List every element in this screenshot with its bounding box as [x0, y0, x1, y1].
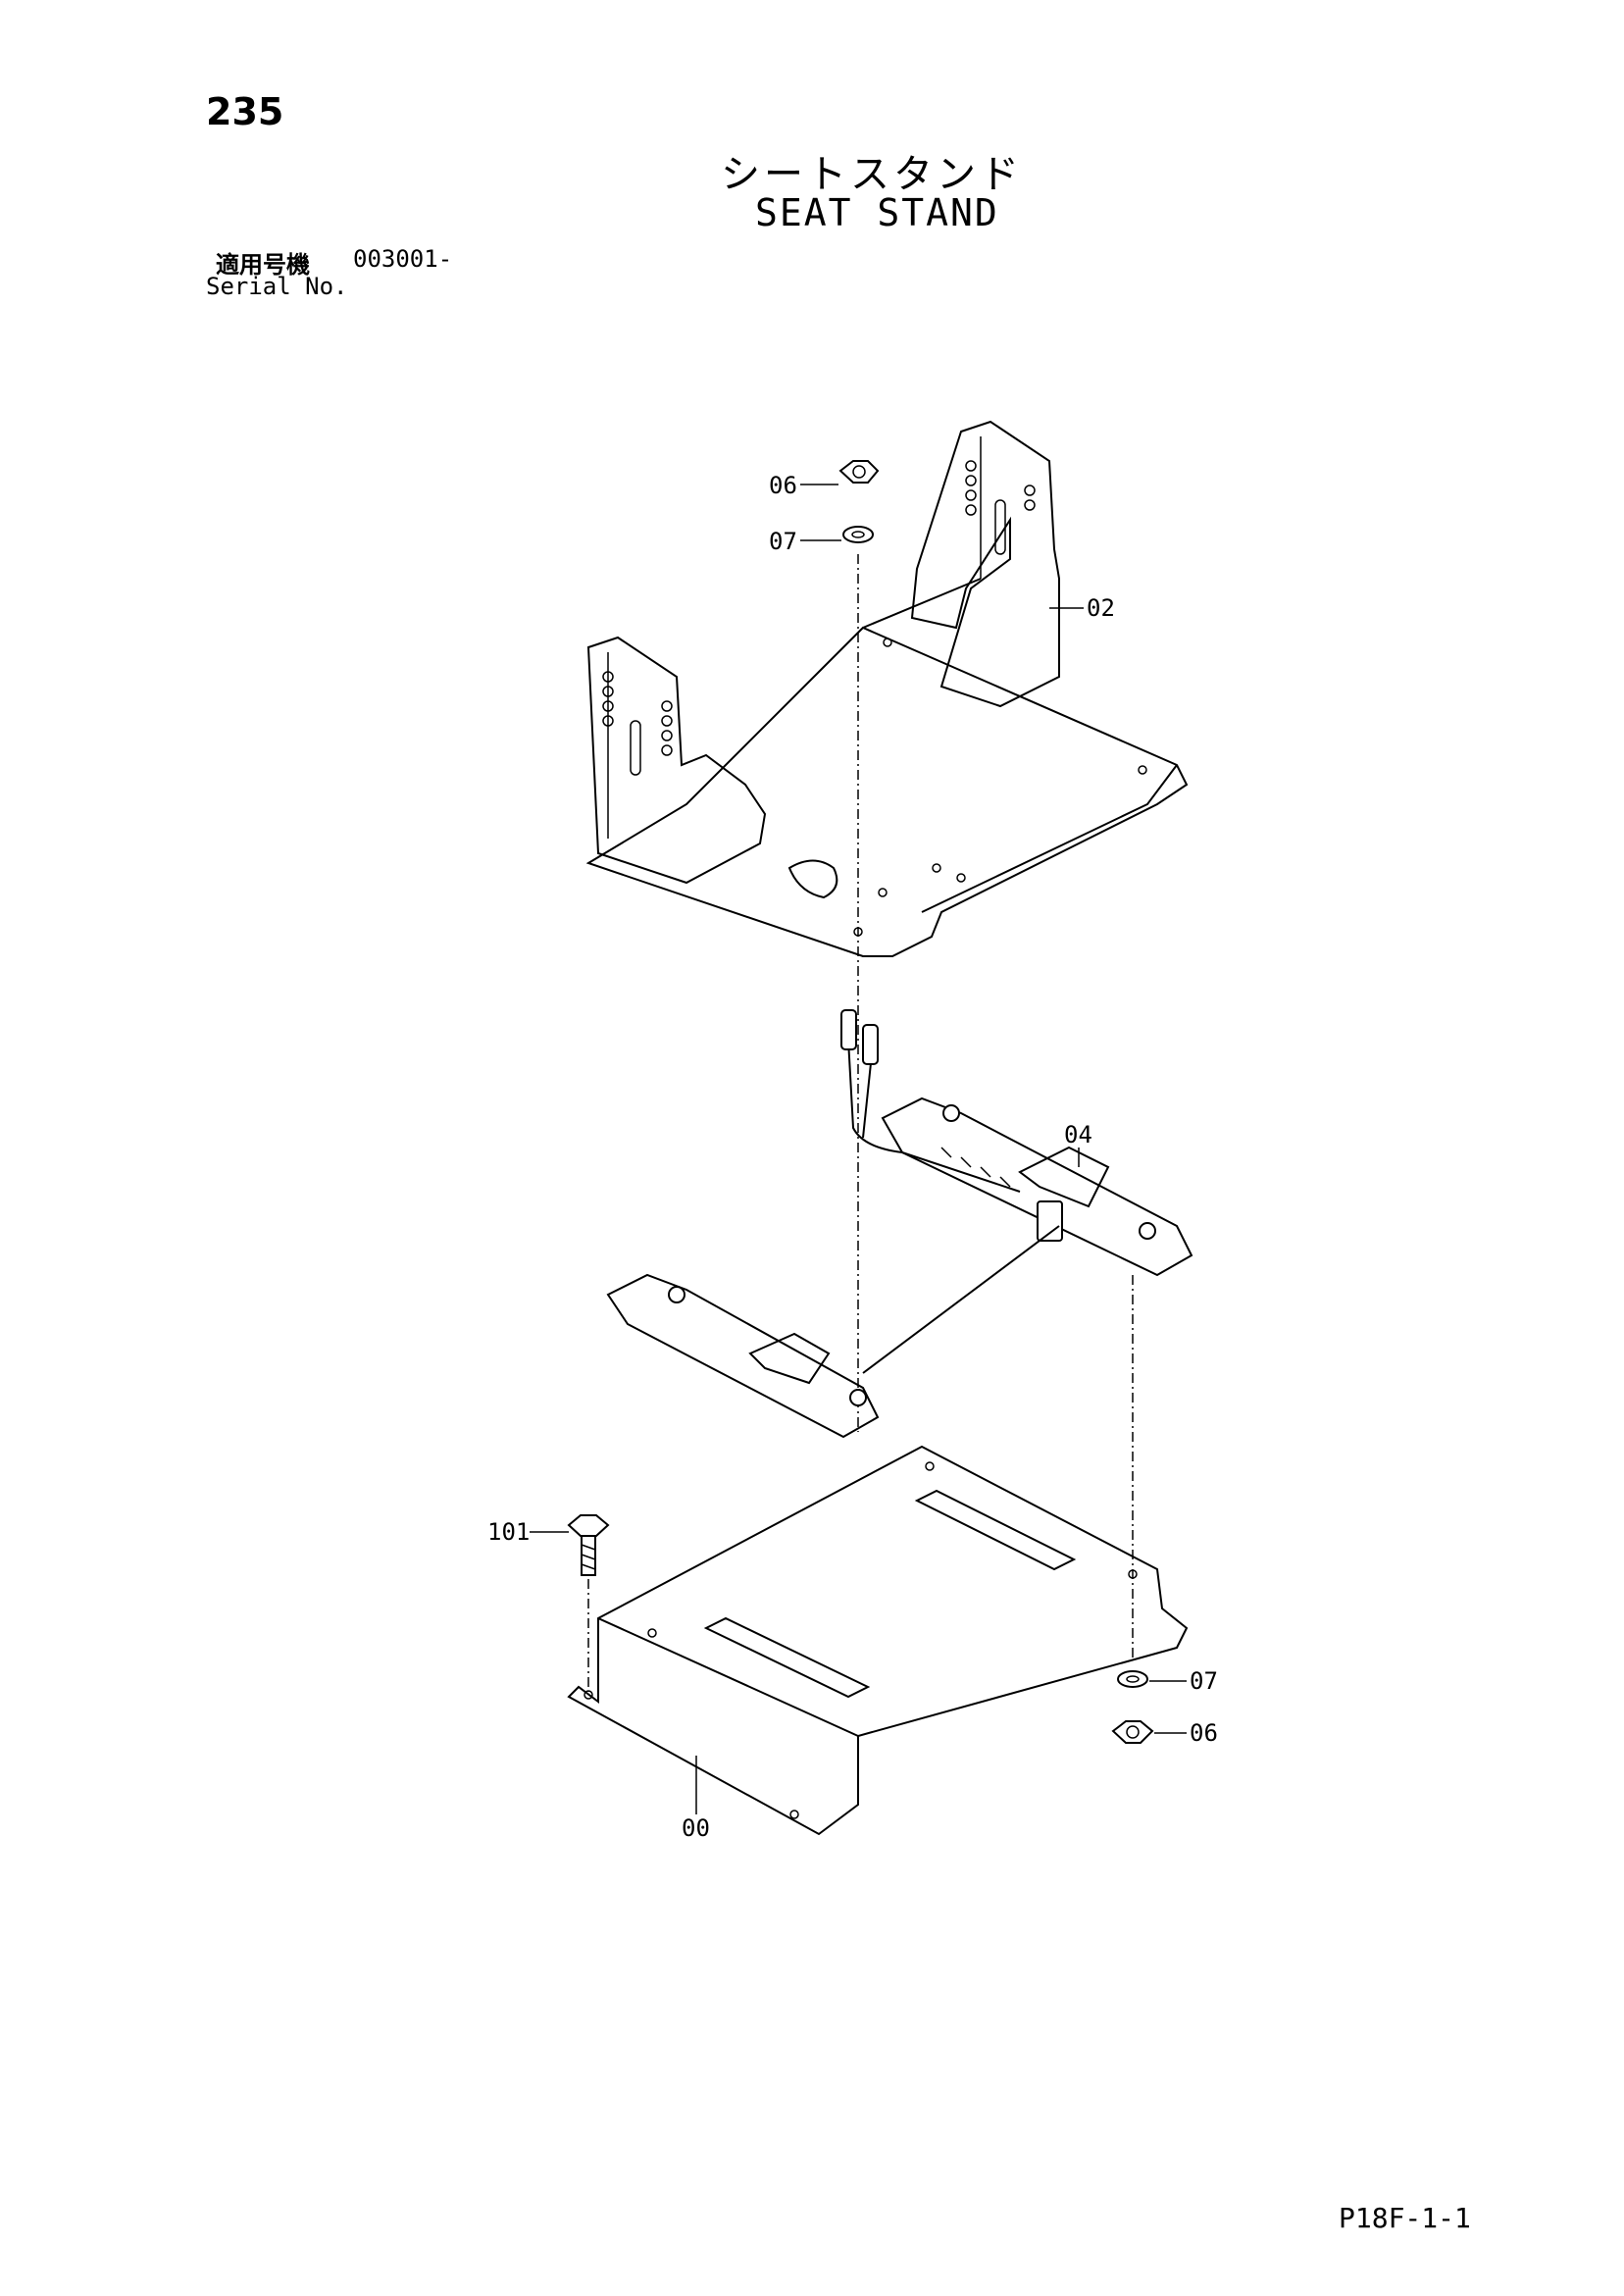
washer-bottom-icon [1117, 1670, 1148, 1688]
washer-top-icon [842, 526, 874, 543]
callout-07-bottom: 07 [1190, 1667, 1218, 1695]
callout-101: 101 [487, 1518, 530, 1546]
callout-06-top: 06 [769, 472, 797, 499]
callout-02: 02 [1087, 594, 1115, 622]
footer-code: P18F-1-1 [1339, 2202, 1471, 2234]
nut-top-icon [838, 460, 880, 484]
seat-stand-part [585, 420, 1189, 957]
serial-number-value: 003001- [353, 245, 453, 273]
callout-07-top: 07 [769, 528, 797, 555]
bolt-icon [567, 1514, 610, 1576]
nut-bottom-icon [1111, 1720, 1154, 1744]
base-plate-part [567, 1445, 1189, 1836]
callout-00: 00 [682, 1814, 710, 1842]
title-japanese: シートスタンド [721, 152, 1023, 197]
page-number: 235 [206, 90, 284, 133]
seat-rail-assembly-part [606, 1009, 1193, 1439]
title-english: SEAT STAND [755, 191, 999, 234]
serial-label-japanese: 適用号機 [216, 251, 310, 279]
callout-06-bottom: 06 [1190, 1719, 1218, 1747]
callout-04: 04 [1064, 1121, 1092, 1148]
serial-label-english: Serial No. [206, 273, 348, 300]
